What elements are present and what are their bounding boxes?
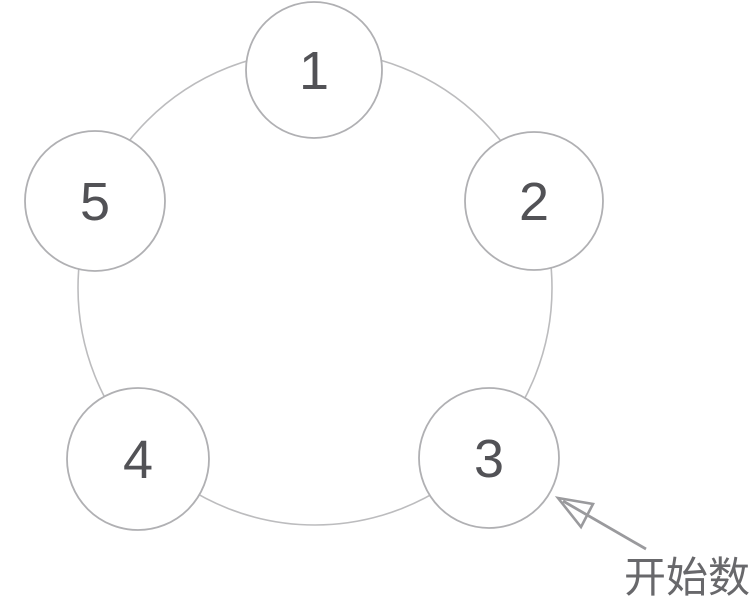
node-3: 3 <box>418 387 560 529</box>
node-5-circle <box>24 130 166 272</box>
node-5: 5 <box>24 130 166 272</box>
node-1-circle <box>245 1 383 139</box>
node-1: 1 <box>245 1 383 139</box>
node-3-label: 3 <box>474 429 504 489</box>
node-1-label: 1 <box>299 41 329 101</box>
node-4-label: 4 <box>123 430 153 490</box>
start-arrow <box>554 496 647 551</box>
node-3-circle <box>418 387 560 529</box>
node-2-label: 2 <box>519 172 549 232</box>
node-4-circle <box>66 387 210 531</box>
node-4: 4 <box>66 387 210 531</box>
node-5-label: 5 <box>80 172 110 232</box>
arrow-shaft <box>562 499 647 551</box>
start-label: 开始数 <box>624 554 750 601</box>
node-2: 2 <box>464 131 604 271</box>
node-2-circle <box>464 131 604 271</box>
